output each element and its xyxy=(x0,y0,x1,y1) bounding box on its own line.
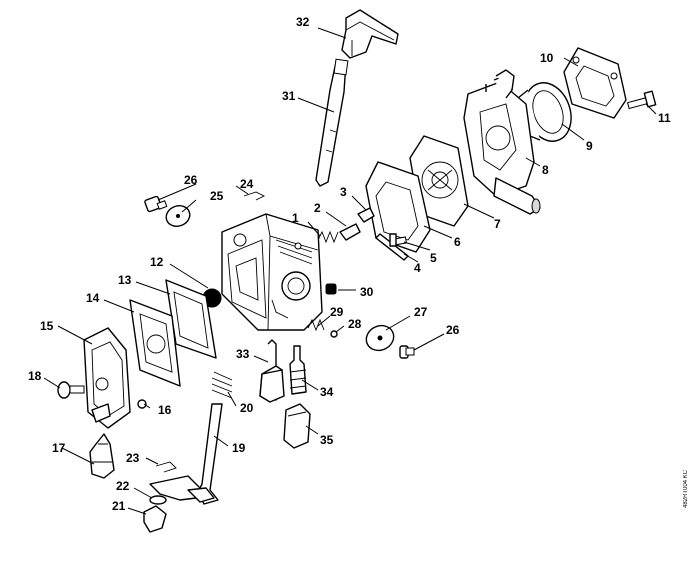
callout-21: 21 xyxy=(112,499,126,513)
callout-34: 34 xyxy=(320,385,334,399)
callout-26-right: 26 xyxy=(446,323,460,337)
callout-10: 10 xyxy=(540,51,554,65)
callout-24: 24 xyxy=(240,177,254,191)
part-14-plate xyxy=(129,299,181,387)
part-3-plug xyxy=(357,207,375,223)
callout-2: 2 xyxy=(314,201,321,215)
callout-4: 4 xyxy=(414,261,421,275)
callout-labels: 1 2 3 4 5 6 7 8 9 10 11 12 13 14 15 16 1… xyxy=(28,15,671,513)
part-24-clip xyxy=(243,191,266,201)
part-11-screw xyxy=(626,90,657,110)
part-28-ball xyxy=(330,330,338,338)
part-31-shaft xyxy=(315,58,349,187)
callout-28: 28 xyxy=(348,317,362,331)
callout-31: 31 xyxy=(282,89,296,103)
callout-17: 17 xyxy=(52,441,66,455)
callout-15: 15 xyxy=(40,319,54,333)
callout-6: 6 xyxy=(454,235,461,249)
callout-7: 7 xyxy=(494,217,501,231)
part-8-pump-housing xyxy=(463,69,541,215)
part-16-plug xyxy=(137,399,147,409)
part-2-needle xyxy=(339,223,361,241)
carburetor-body xyxy=(221,213,323,331)
callout-29: 29 xyxy=(330,305,344,319)
callout-18: 18 xyxy=(28,369,42,383)
callout-8: 8 xyxy=(542,163,549,177)
leader-lines xyxy=(43,27,657,515)
callout-3: 3 xyxy=(340,185,347,199)
callout-13: 13 xyxy=(118,273,132,287)
callout-35: 35 xyxy=(320,433,334,447)
part-32-knob xyxy=(341,9,399,59)
callout-19: 19 xyxy=(232,441,246,455)
part-33-jet xyxy=(259,339,285,403)
callout-11: 11 xyxy=(658,111,671,125)
part-1-spring xyxy=(317,230,339,244)
callout-20: 20 xyxy=(240,401,254,415)
callout-32: 32 xyxy=(296,15,310,29)
part-17-knob xyxy=(89,433,115,479)
part-35-jet xyxy=(283,403,311,449)
part-26-screw-right xyxy=(399,345,415,359)
callout-30: 30 xyxy=(360,285,374,299)
part-5-screw xyxy=(389,233,408,247)
part-34-jet xyxy=(289,345,307,395)
part-6-gasket xyxy=(365,161,431,253)
part-18-screw xyxy=(57,381,85,399)
part-27-disc xyxy=(365,324,395,352)
callout-5: 5 xyxy=(430,251,437,265)
callout-27: 27 xyxy=(414,305,428,319)
callout-25: 25 xyxy=(210,189,224,203)
part-23-clip xyxy=(155,461,177,473)
part-15-cover xyxy=(83,327,131,429)
callout-14: 14 xyxy=(86,291,100,305)
callout-1: 1 xyxy=(292,211,299,225)
part-10-cover-plate xyxy=(563,47,627,119)
part-19-choke-shaft xyxy=(149,403,223,505)
drawing-code: 482RT004 KC xyxy=(683,470,689,508)
callout-33: 33 xyxy=(236,347,250,361)
part-30-nut xyxy=(325,283,337,295)
part-20-spring xyxy=(211,371,233,399)
callout-23: 23 xyxy=(126,451,140,465)
part-26-screw-top xyxy=(144,195,168,213)
callout-9: 9 xyxy=(586,139,593,153)
callout-12: 12 xyxy=(150,255,164,269)
callout-22: 22 xyxy=(116,479,130,493)
callout-16: 16 xyxy=(158,403,172,417)
part-21-nut xyxy=(143,505,167,533)
part-22-washer xyxy=(149,495,167,505)
callout-26-top: 26 xyxy=(184,173,198,187)
